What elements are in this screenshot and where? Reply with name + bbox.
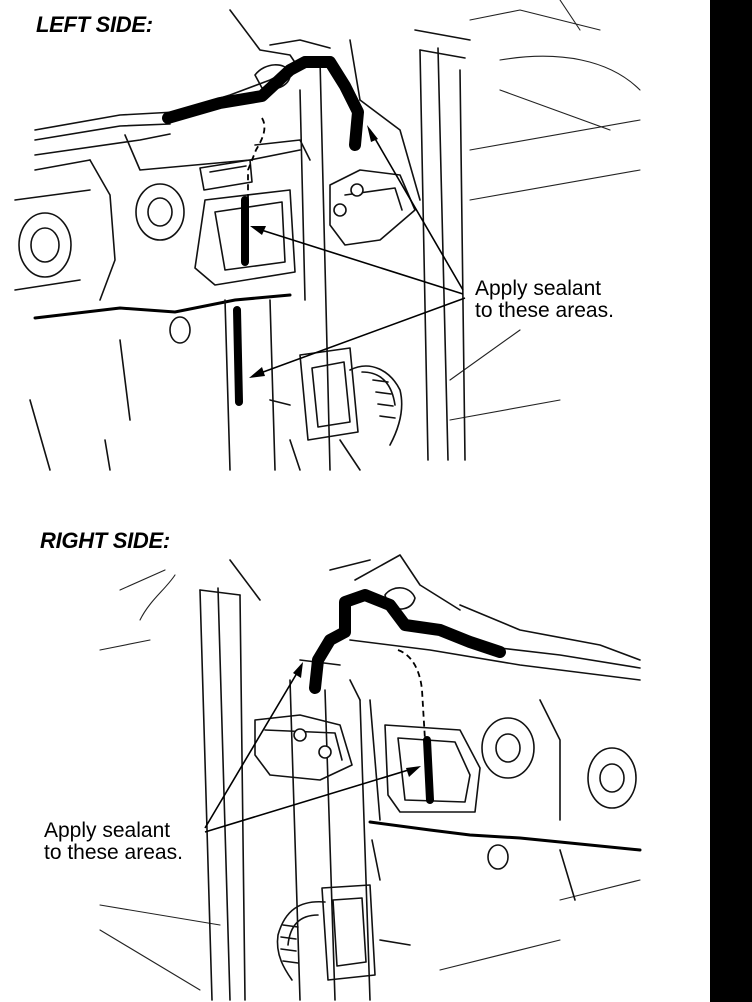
left-callout-line2: to these areas.	[475, 299, 614, 322]
right-side-title: RIGHT SIDE:	[40, 528, 170, 553]
right-callout-line1: Apply sealant	[44, 819, 171, 842]
page-edge-bar	[710, 0, 752, 1002]
left-side-title: LEFT SIDE:	[36, 12, 153, 37]
right-callout-line2: to these areas.	[44, 841, 183, 864]
left-callout-line1: Apply sealant	[475, 277, 602, 300]
left-side-illustration	[14, 0, 641, 471]
